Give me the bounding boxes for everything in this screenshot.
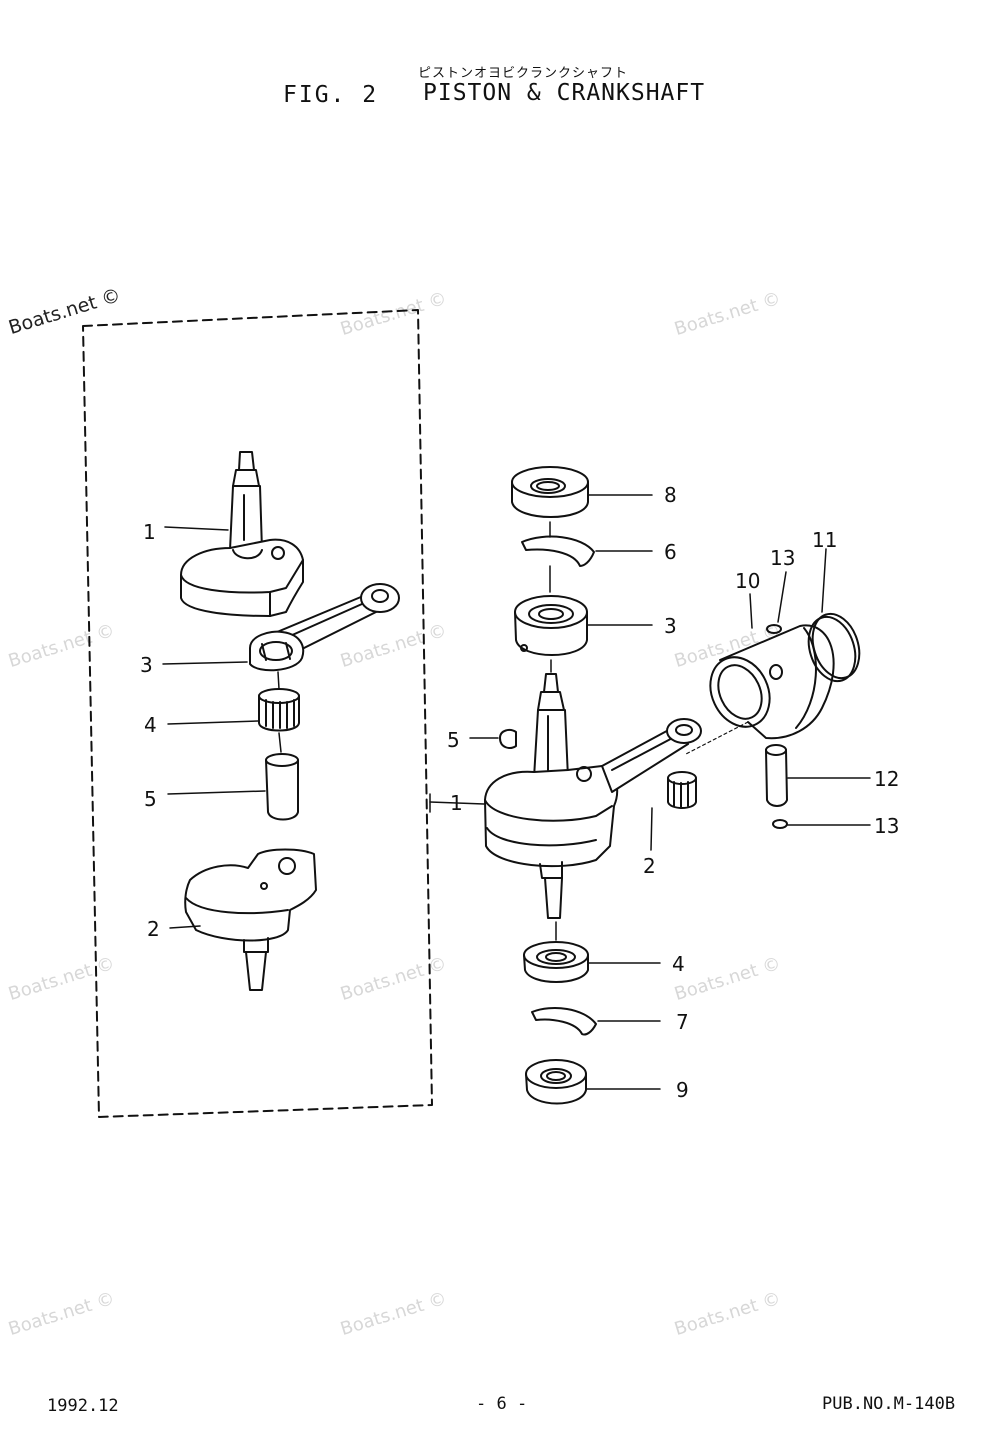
crankshaft-lower-half-drawing xyxy=(184,848,317,991)
connecting-rod-right-drawing xyxy=(601,718,702,793)
ball-bearing-upper-drawing xyxy=(514,595,588,656)
connecting-rod-left-drawing xyxy=(249,583,400,672)
piston-pin-clip-lower-drawing xyxy=(772,819,788,829)
needle-bearing-right-drawing xyxy=(667,771,697,809)
callout-right-part-4: 4 xyxy=(672,952,685,976)
needle-bearing-left-drawing xyxy=(258,688,300,732)
figure-title: PISTON & CRANKSHAFT xyxy=(423,80,706,106)
callout-right-part-5: 5 xyxy=(447,728,460,752)
callout-right-part-6: 6 xyxy=(664,540,677,564)
callout-right-part-3: 3 xyxy=(664,614,677,638)
callout-right-part-9: 9 xyxy=(676,1078,689,1102)
callout-left-part-2: 2 xyxy=(147,917,160,941)
callout-right-part-2: 2 xyxy=(643,854,656,878)
woodruff-key-drawing xyxy=(499,729,517,749)
callout-right-part-8: 8 xyxy=(664,483,677,507)
piston-rings-drawing xyxy=(807,612,861,683)
callout-right-part-11: 11 xyxy=(812,528,837,552)
crankshaft-upper-half-drawing xyxy=(180,451,304,617)
circlip-upper-drawing xyxy=(521,535,595,567)
figure-number: FIG. 2 xyxy=(283,82,379,108)
callout-left-part-3: 3 xyxy=(140,653,153,677)
ball-bearing-lower-drawing xyxy=(523,941,589,983)
piston-pin-drawing xyxy=(765,744,788,807)
figure-subtitle-japanese: ピストンオヨビクランクシャフト xyxy=(418,66,629,81)
callout-right-part-13-lower: 13 xyxy=(874,814,899,838)
oil-seal-bottom-drawing xyxy=(525,1059,587,1105)
callout-right-part-1: 1 xyxy=(450,791,463,815)
callout-right-part-10: 10 xyxy=(735,569,760,593)
callout-left-part-5: 5 xyxy=(144,787,157,811)
page-number: - 6 - xyxy=(476,1394,528,1414)
callout-right-part-12: 12 xyxy=(874,767,899,791)
crankshaft-assembled-drawing xyxy=(484,673,619,919)
piston-pin-clip-upper-drawing xyxy=(766,624,782,634)
callout-left-part-4: 4 xyxy=(144,713,157,737)
callout-left-part-1: 1 xyxy=(143,520,156,544)
circlip-lower-drawing xyxy=(531,1007,597,1036)
crank-pin-left-drawing xyxy=(265,753,299,821)
sub-assembly-dashed-box xyxy=(82,309,433,1118)
oil-seal-top-drawing xyxy=(511,466,589,518)
callout-right-part-7: 7 xyxy=(676,1010,689,1034)
publication-number: PUB.NO.M-140B xyxy=(822,1394,956,1414)
publication-date: 1992.12 xyxy=(47,1396,119,1416)
callout-right-part-13-upper: 13 xyxy=(770,546,795,570)
